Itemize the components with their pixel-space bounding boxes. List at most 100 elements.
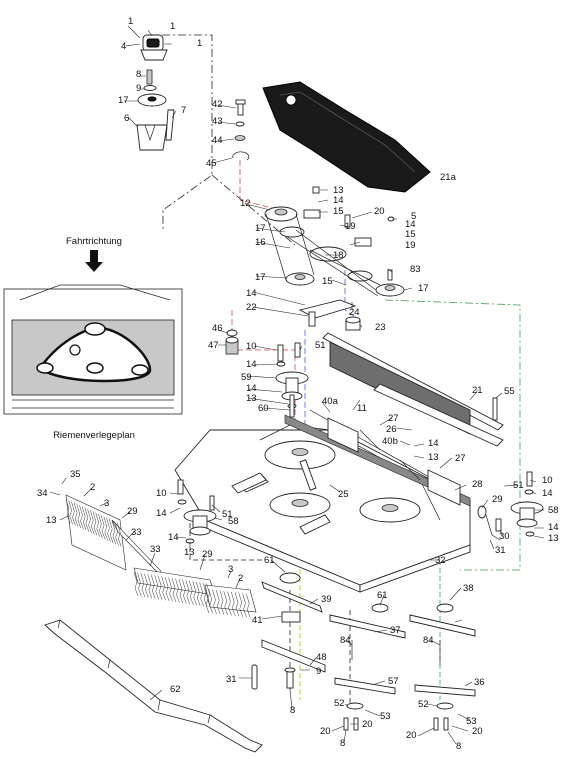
bristle [208, 589, 213, 614]
bristle [223, 591, 228, 616]
bristle [227, 591, 232, 616]
bristle [195, 581, 201, 606]
callout-label: 15 [322, 276, 333, 287]
bristle [133, 571, 139, 597]
baffle-plates [322, 332, 504, 447]
bristle [147, 574, 153, 599]
callout-label: 83 [410, 264, 421, 275]
idler-brackets [225, 299, 361, 355]
callout-label: 8 [340, 738, 345, 749]
bristle [92, 511, 98, 536]
callout-label: 21 [472, 385, 483, 396]
bristle [161, 576, 166, 601]
callout-label: 46 [212, 323, 223, 334]
bristle [168, 577, 173, 602]
pulley-system [264, 186, 405, 297]
bristle [103, 516, 109, 541]
callout-label: 29 [127, 506, 138, 517]
bristle [106, 517, 111, 542]
direction-arrow-icon [85, 250, 103, 272]
callout-label: 51 [513, 480, 524, 491]
callout-label: 55 [504, 386, 515, 397]
belt-routing-inset: Fahrtrichtung Riemenverlegeplan [3, 236, 183, 441]
callout-label: 1 [128, 16, 133, 27]
bristle [202, 582, 208, 607]
callout-label: 6 [124, 113, 129, 124]
callout-label: 20 [320, 726, 331, 737]
callout-label: 1 [170, 21, 175, 32]
callout-label: 3 [228, 564, 233, 575]
callout-label: 2 [90, 482, 95, 493]
callout-label: 13 [548, 533, 559, 544]
bristle-pattern [65, 498, 251, 618]
callout-label: 2 [238, 573, 243, 584]
callout-label: 47 [208, 340, 219, 351]
bristle [84, 507, 90, 532]
bristle [178, 579, 184, 604]
small-parts-42-45 [232, 99, 250, 161]
bristle [182, 579, 187, 604]
bristle [246, 593, 251, 618]
bristle [185, 580, 191, 605]
right-spindle [477, 471, 544, 541]
callout-label: 30 [499, 531, 510, 542]
callout-label: 28 [472, 479, 483, 490]
bristle [171, 577, 177, 603]
callout-label: 61 [264, 555, 275, 566]
bristle [65, 498, 71, 524]
callout-label: 42 [212, 99, 223, 110]
callout-label: 13 [46, 515, 57, 526]
callout-label: 14 [246, 359, 257, 370]
callout-label: 57 [388, 676, 399, 687]
callout-label: 26 [386, 424, 397, 435]
callout-label: 41 [252, 615, 263, 626]
callout-label: 40a [322, 396, 339, 407]
callout-label: 40b [382, 436, 398, 447]
callout-label: 19 [405, 240, 416, 251]
callout-label: 14 [246, 383, 257, 394]
bristle [90, 510, 95, 535]
bristle [199, 582, 204, 607]
bristle [206, 583, 211, 608]
direction-label: Fahrtrichtung [66, 236, 122, 247]
callout-label: 8 [456, 741, 461, 752]
top-pulley-assembly [136, 34, 175, 151]
callout-label: 18 [333, 250, 344, 261]
callout-label: 19 [345, 221, 356, 232]
callout-label: 52 [418, 699, 429, 710]
callout-label: 23 [375, 322, 386, 333]
bristle [81, 506, 87, 531]
callout-label: 10 [542, 475, 553, 486]
callout-label: 13 [246, 393, 257, 404]
callout-label: 61 [377, 590, 388, 601]
callout-label: 43 [212, 116, 223, 127]
callout-label: 52 [334, 698, 345, 709]
callout-label: 36 [474, 677, 485, 688]
callout-label: 8 [136, 69, 141, 80]
callout-label: 21a [440, 172, 457, 183]
mower-deck [174, 409, 471, 593]
callout-label: 48 [316, 652, 327, 663]
callout-label: 14 [542, 488, 553, 499]
bristle [111, 520, 117, 545]
inset-caption: Riemenverlegeplan [53, 430, 135, 441]
callout-label: 20 [362, 719, 373, 730]
callout-label: 32 [435, 555, 446, 566]
bristle [137, 572, 142, 597]
callout-label: 7 [181, 105, 186, 116]
callout-label: 59 [241, 372, 252, 383]
bristle [234, 592, 240, 617]
callout-label: 60 [258, 403, 269, 414]
callout-label: 53 [380, 711, 391, 722]
bristle [212, 589, 217, 614]
callout-label: 4 [121, 41, 126, 52]
callout-label: 16 [255, 237, 266, 248]
bristle [157, 575, 163, 600]
callout-label: 20 [472, 726, 483, 737]
callout-label: 14 [333, 195, 344, 206]
bristle [117, 522, 122, 547]
bristle [192, 581, 197, 606]
belt-cover [262, 81, 431, 193]
